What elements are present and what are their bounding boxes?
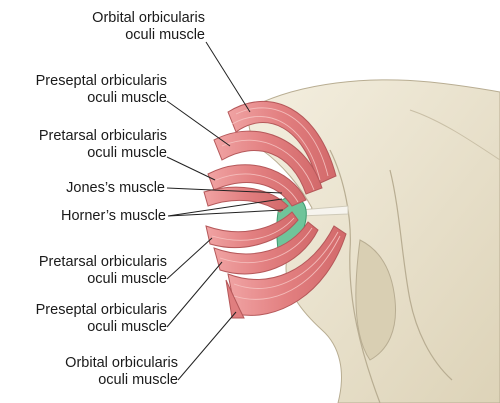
lower-preseptal-band [213, 221, 319, 275]
leader-jones [166, 187, 283, 194]
label-orbital-top-line1: Orbital orbicularis [92, 10, 205, 26]
leader-preseptal-top [166, 100, 231, 147]
label-pretarsal-bottom-line1: Pretarsal orbicularis [38, 254, 167, 270]
leader-orbital-bottom [177, 311, 237, 381]
leader-horner-2 [167, 209, 284, 217]
label-preseptal-top: Preseptal orbicularis oculi muscle [36, 73, 167, 107]
medial-canthal-tendon [299, 205, 349, 217]
bone-ridge [389, 169, 453, 381]
bone-suture [329, 149, 381, 403]
bone-fossa [355, 239, 397, 361]
leader-orbital-top [205, 41, 251, 113]
label-orbital-bottom: Orbital orbicularis oculi muscle [65, 355, 178, 389]
label-horner-line1: Horner’s muscle [60, 208, 166, 224]
bone-ridge-2 [409, 109, 500, 161]
leader-pretarsal-bottom [166, 237, 213, 280]
label-pretarsal-bottom: Pretarsal orbicularis oculi muscle [39, 254, 167, 288]
label-orbital-bottom-line2: oculi muscle [98, 372, 178, 388]
lower-pretarsal-band [205, 211, 299, 249]
label-preseptal-top-line2: oculi muscle [87, 90, 167, 106]
label-horner: Horner’s muscle [61, 208, 166, 225]
label-preseptal-bottom: Preseptal orbicularis oculi muscle [36, 302, 167, 336]
label-pretarsal-top-line2: oculi muscle [87, 145, 167, 161]
label-jones: Jones’s muscle [66, 180, 165, 197]
label-pretarsal-top: Pretarsal orbicularis oculi muscle [39, 128, 167, 162]
lower-orbital-band [227, 225, 347, 316]
label-pretarsal-bottom-line2: oculi muscle [87, 271, 167, 287]
upper-preseptal-band [213, 130, 323, 195]
leader-lines [166, 41, 284, 381]
label-preseptal-top-line1: Preseptal orbicularis [35, 73, 167, 89]
lower-orbital-body [225, 279, 245, 319]
muscle-fibres [211, 107, 341, 300]
leader-horner-1 [167, 198, 283, 217]
jones-band [203, 186, 289, 213]
label-preseptal-bottom-line2: oculi muscle [87, 319, 167, 335]
label-pretarsal-top-line1: Pretarsal orbicularis [38, 128, 167, 144]
label-orbital-top: Orbital orbicularis oculi muscle [92, 10, 205, 44]
label-orbital-bottom-line1: Orbital orbicularis [65, 355, 178, 371]
upper-orbital-band [227, 100, 337, 185]
label-preseptal-bottom-line1: Preseptal orbicularis [35, 302, 167, 318]
leader-preseptal-bottom [166, 261, 223, 328]
label-orbital-top-line2: oculi muscle [125, 27, 205, 43]
label-jones-line1: Jones’s muscle [66, 180, 165, 196]
leader-pretarsal-top [166, 156, 216, 181]
